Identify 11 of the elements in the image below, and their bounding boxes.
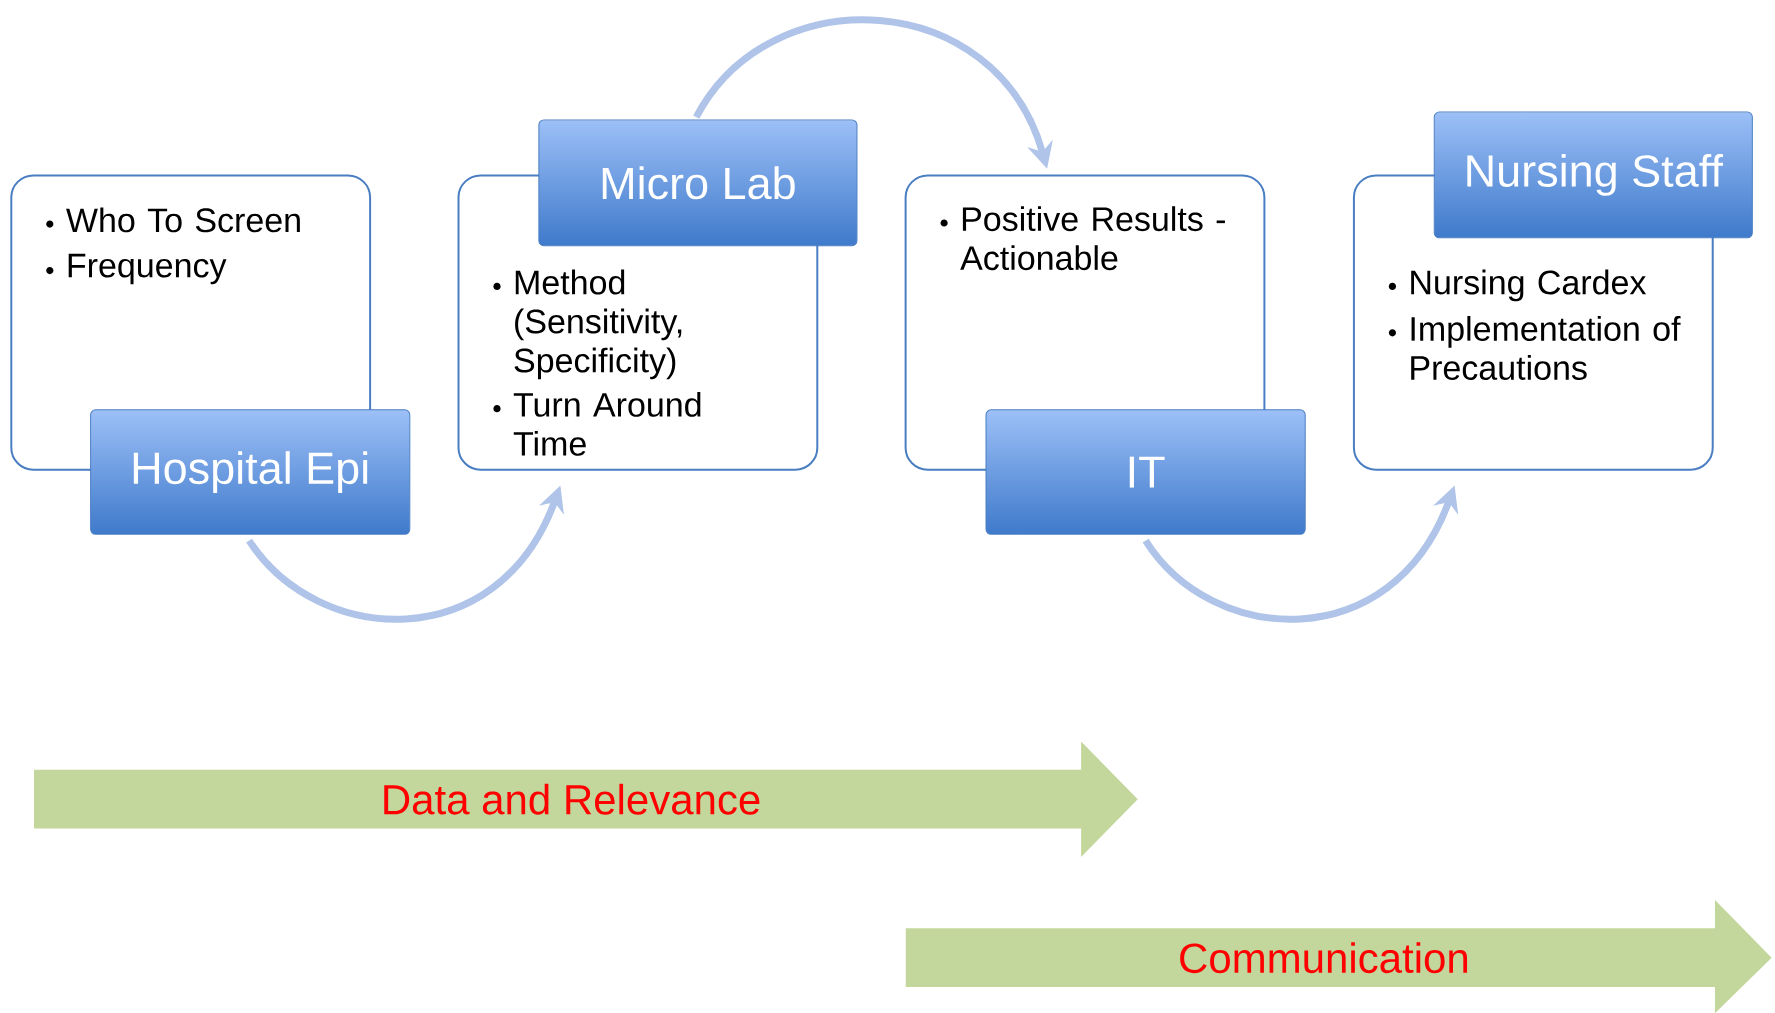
- bullet-text: Method (Sensitivity, Specificity): [514, 269, 682, 380]
- title-box: Micro Lab: [538, 119, 858, 247]
- bullet-text: Frequency: [68, 253, 227, 285]
- bullet-text: Nursing Cardex: [1411, 269, 1647, 302]
- bullet-text: Positive Results - Actionable: [960, 206, 1225, 271]
- bullet-text: Who To Screen: [66, 207, 300, 233]
- bullet-text: Implementation of Precautions: [1411, 316, 1681, 380]
- title-box: IT: [985, 409, 1306, 535]
- title-box: Nursing Staff: [1433, 111, 1753, 239]
- title-box: Hospital Epi: [90, 409, 411, 535]
- bullet-text: Turn Around Time: [513, 391, 701, 456]
